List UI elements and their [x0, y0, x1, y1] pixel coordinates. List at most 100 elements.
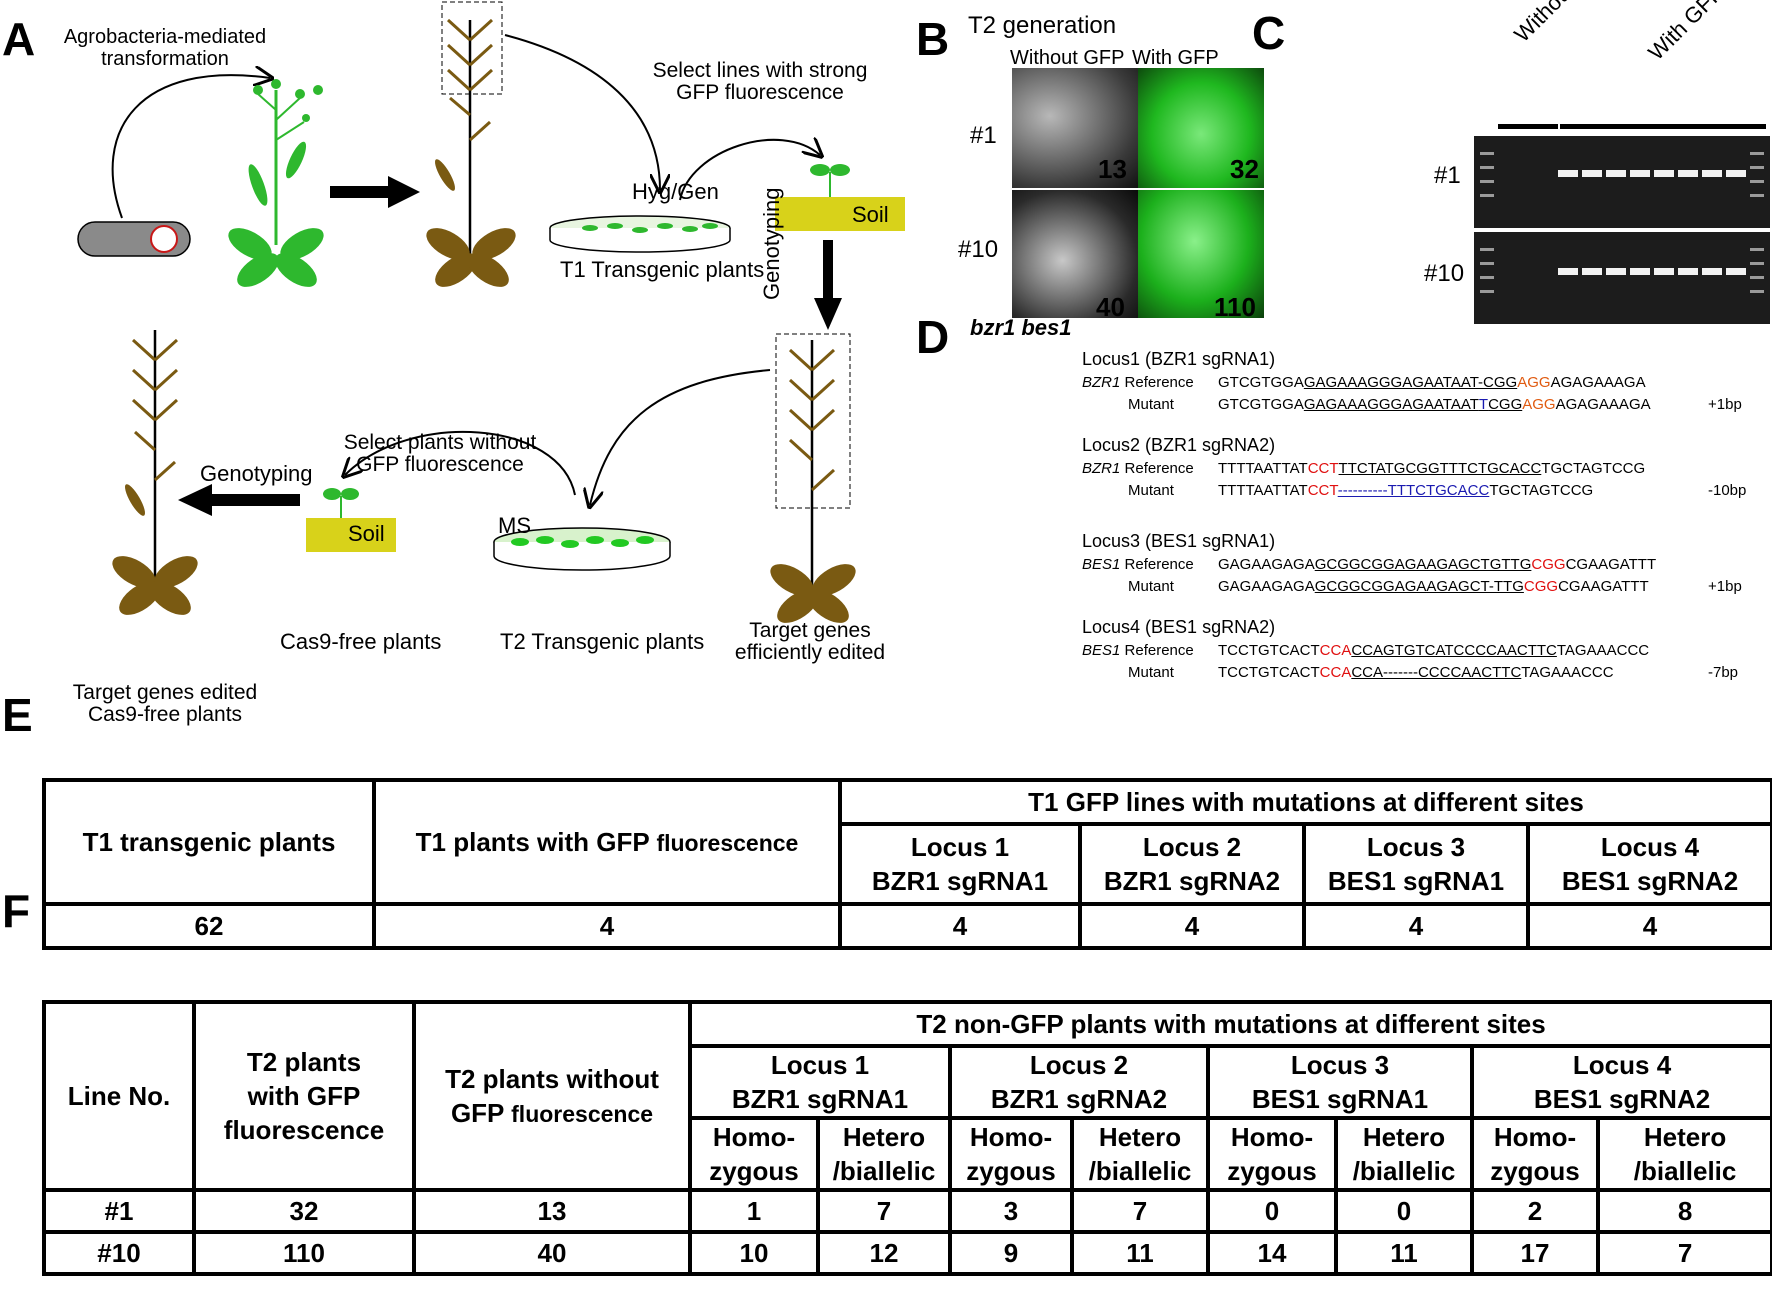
f-header-het: Hetero/biallelic — [1070, 1116, 1210, 1192]
f-cell: 2 — [1470, 1188, 1600, 1234]
micro-1-without — [1012, 68, 1138, 188]
e-cell: 4 — [1525, 902, 1772, 950]
thick-arrow-right — [330, 176, 420, 208]
locus4-ref-label: BES1 Reference — [1082, 642, 1194, 659]
soil-label: Soil — [852, 202, 889, 227]
locus1-mut-label: Mutant — [1128, 396, 1174, 413]
count-40: 40 — [1096, 292, 1125, 322]
locus2-mut-seq: TTTTAATTATCCT----------TTTCTGCACCTGCTAGT… — [1218, 482, 1594, 499]
locus1-change: +1bp — [1708, 396, 1742, 413]
hyg-label: Hyg/Gen — [632, 179, 719, 204]
panel-label-b: B — [916, 13, 950, 65]
e-cell: 4 — [1302, 902, 1530, 950]
genotyping-label: Genotyping — [200, 461, 313, 486]
locus3-header: Locus3 (BES1 sgRNA1) — [1082, 531, 1276, 551]
e-cell: 4 — [372, 902, 842, 950]
micro-10-with — [1138, 190, 1264, 318]
panel-b-title: T2 generation — [968, 12, 1117, 39]
col-with-gfp: With GFP — [1132, 47, 1219, 69]
f-header-het: Hetero/biallelic — [1334, 1116, 1474, 1192]
locus4-ref-seq: TCCTGTCACTCCACCAGTGTCATCCCCAACTTCTAGAAAC… — [1218, 642, 1650, 659]
t2-plants-label: T2 Transgenic plants — [500, 629, 705, 654]
gel-with-bar — [1560, 124, 1766, 129]
count-32: 32 — [1230, 154, 1259, 184]
locus1-ref-label: BZR1 Reference — [1082, 374, 1194, 391]
e-header-gfp: T1 plants with GFP fluorescence — [372, 778, 842, 906]
workflow-diagram — [77, 1, 905, 623]
col-without-gfp: Without GFP — [1010, 47, 1125, 69]
f-row-10: #10 110 40 10 12 9 11 14 11 17 7 — [42, 1230, 1772, 1276]
f-header-group: T2 non-GFP plants with mutations at diff… — [687, 1000, 1772, 1048]
f-header-het: Hetero/biallelic — [1595, 1116, 1772, 1192]
f-cell: #1 — [42, 1188, 196, 1234]
e-cell: 62 — [42, 902, 376, 950]
thick-arrow-left — [178, 484, 300, 516]
panel-d-title: bzr1 bes1 — [970, 315, 1072, 340]
f-cell: 0 — [1334, 1188, 1474, 1234]
agrobacterium-icon — [77, 221, 191, 257]
f-cell: 7 — [1070, 1188, 1210, 1234]
f-cell: 0 — [1206, 1188, 1338, 1234]
panel-label-d: D — [916, 311, 950, 363]
row-1-label: #1 — [970, 122, 997, 149]
mature-plant-icon — [426, 1, 516, 287]
t2-plate-icon — [493, 527, 671, 571]
count-13: 13 — [1098, 154, 1127, 184]
gel-without-label: Without GFP — [1509, 0, 1616, 47]
f-cell: 7 — [1595, 1230, 1772, 1276]
f-cell: 9 — [948, 1230, 1074, 1276]
gel-row-1: #1 — [1434, 162, 1461, 189]
gel-row-10: #10 — [1424, 260, 1465, 287]
transform-arrow — [111, 75, 270, 219]
count-110: 110 — [1214, 292, 1256, 322]
row-10-label: #10 — [958, 236, 999, 263]
locus3-ref-label: BES1 Reference — [1082, 556, 1194, 573]
e-header-group: T1 GFP lines with mutations at different… — [837, 778, 1772, 826]
f-cell: #10 — [42, 1230, 196, 1276]
f-cell: 13 — [412, 1188, 692, 1234]
f-header-homo: Homo-zygous — [688, 1116, 820, 1192]
select-arrow — [679, 140, 820, 201]
ms-label: MS — [498, 513, 531, 538]
f-cell: 3 — [948, 1188, 1074, 1234]
f-cell: 12 — [816, 1230, 952, 1276]
young-plant-icon — [228, 79, 324, 287]
t1-plate-icon — [549, 215, 731, 253]
f-cell: 11 — [1334, 1230, 1474, 1276]
locus3-mut-label: Mutant — [1128, 578, 1174, 595]
f-row-1: #1 32 13 1 7 3 7 0 0 2 8 — [42, 1188, 1772, 1234]
f-header-het: Hetero/biallelic — [816, 1116, 952, 1192]
locus3-mut-seq: GAGAAGAGAGCGGCGGAGAAGAGCT-TTGCGGCGAAGATT… — [1218, 578, 1649, 595]
locus4-mut-label: Mutant — [1128, 664, 1174, 681]
locus4-mut-seq: TCCTGTCACTCCACCA-------CCCCAACTTCTAGAAAC… — [1218, 664, 1614, 681]
locus2-ref-seq: TTTTAATTATCCTTTCTATGCGGTTTCTGCACCTGCTAGT… — [1218, 460, 1646, 477]
panel-label-f: F — [2, 885, 31, 937]
genotyping-vertical-label: Genotyping — [759, 187, 784, 300]
f-cell: 14 — [1206, 1230, 1338, 1276]
f-header-line: Line No. — [42, 1000, 196, 1192]
e-data-row: 62 4 4 4 4 4 — [42, 902, 1772, 950]
f-cell: 17 — [1470, 1230, 1600, 1276]
locus4-header: Locus4 (BES1 sgRNA2) — [1082, 617, 1276, 637]
seedling-soil-icon — [810, 164, 850, 212]
f-cell: 7 — [816, 1188, 952, 1234]
locus2-ref-label: BZR1 Reference — [1082, 460, 1194, 477]
harvest-arrow — [504, 34, 660, 190]
soil2-label: Soil — [348, 521, 385, 546]
f-cell: 10 — [688, 1230, 820, 1276]
locus2-header: Locus2 (BZR1 sgRNA2) — [1082, 435, 1276, 455]
thick-arrow-down — [814, 240, 842, 330]
f-header-homo: Homo-zygous — [1206, 1116, 1338, 1192]
table-e: T1 transgenic plants T1 plants with GFP … — [42, 778, 1772, 950]
locus2-mut-label: Mutant — [1128, 482, 1174, 499]
gel-without-bar — [1498, 124, 1558, 129]
micro-10-without — [1012, 190, 1138, 318]
